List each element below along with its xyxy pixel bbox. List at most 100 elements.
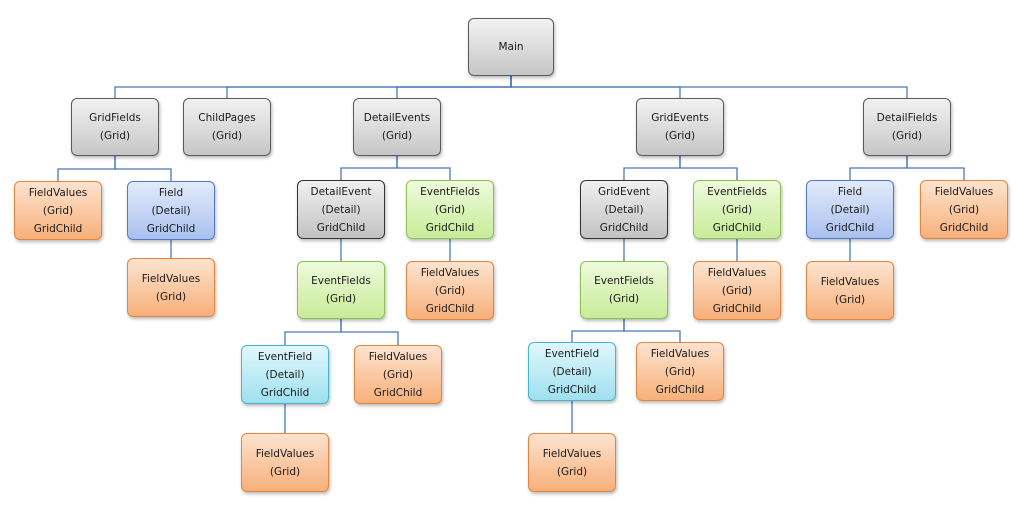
node-label-line: GridChild (599, 221, 649, 234)
node-label-line: (Grid) (556, 465, 588, 478)
node-field: Field (Detail) GridChild (127, 181, 215, 240)
node-label-line: GridChild (712, 302, 762, 315)
node-fieldvalues: FieldValues (Grid) GridChild (636, 342, 724, 401)
node-label-line: Field (837, 185, 863, 198)
connector-de_ev_eventfields-de_efs_fv (340, 319, 399, 345)
node-label-line: Main (498, 41, 524, 53)
node-main: Main (468, 18, 554, 76)
node-eventfields: EventFields (Grid) (580, 261, 668, 319)
node-label-line: ChildPages (198, 112, 256, 124)
node-label-line: (Grid) (325, 293, 357, 305)
node-label-line: GridChild (425, 221, 475, 234)
node-label-line: (Grid) (434, 203, 466, 216)
node-label-line: FieldValues (820, 275, 880, 288)
connector-ge_ev_eventfields-ge_eventfield (571, 319, 625, 342)
node-eventfield: EventField (Detail) GridChild (528, 342, 616, 401)
node-label-line: EventField (544, 347, 600, 360)
node-detailevents: DetailEvents (Grid) (353, 98, 441, 156)
node-label-line: FieldValues (542, 447, 602, 460)
node-label-line: GridEvent (597, 185, 651, 198)
node-label-line: FieldValues (707, 266, 767, 279)
node-label-line: GridChild (655, 383, 705, 396)
node-label-line: EventFields (311, 275, 371, 287)
node-fieldvalues: FieldValues (Grid) (127, 258, 215, 317)
node-label-line: FieldValues (650, 347, 710, 360)
node-eventfields: EventFields (Grid) GridChild (693, 180, 781, 239)
node-detailfields: DetailFields (Grid) (863, 98, 951, 156)
node-fieldvalues: FieldValues (Grid) (806, 261, 894, 320)
node-eventfield: EventField (Detail) GridChild (241, 345, 329, 404)
node-label-line: (Detail) (604, 203, 644, 216)
node-label-line: (Grid) (42, 204, 74, 217)
connector-detailevents-de_eventfields (396, 156, 451, 180)
node-label-line: FieldValues (255, 447, 315, 460)
node-eventfields: EventFields (Grid) GridChild (406, 180, 494, 239)
node-label-line: GridChild (425, 302, 475, 315)
node-label-line: DetailFields (876, 112, 938, 124)
connector-ge_ev_eventfields-ge_efs_fv (623, 319, 681, 342)
node-gridevent: GridEvent (Detail) GridChild (580, 180, 668, 239)
node-label-line: (Grid) (269, 465, 301, 478)
node-label-line: EventFields (707, 185, 767, 198)
node-label-line: (Detail) (830, 203, 870, 216)
node-label-line: FieldValues (368, 350, 428, 363)
node-label-line: GridChild (33, 222, 83, 235)
node-label-line: (Grid) (891, 130, 923, 142)
node-fieldvalues: FieldValues (Grid) GridChild (14, 181, 102, 240)
node-label-line: DetailEvent (310, 185, 372, 198)
node-eventfields: EventFields (Grid) (297, 261, 385, 319)
connector-main-detailfields (510, 76, 908, 98)
node-label-line: EventField (257, 350, 313, 363)
node-label-line: (Grid) (382, 368, 414, 381)
connector-main-detailevents (396, 76, 512, 98)
node-label-line: (Grid) (608, 293, 640, 305)
node-label-line: GridChild (712, 221, 762, 234)
node-label-line: FieldValues (934, 185, 994, 198)
node-label-line: GridChild (939, 221, 989, 234)
node-fieldvalues: FieldValues(Grid)GridChild (406, 261, 494, 320)
connector-detailfields-df_field (849, 156, 908, 180)
node-label-line: GridChild (260, 386, 310, 399)
node-label-line: EventFields (594, 275, 654, 287)
node-childpages: ChildPages (Grid) (183, 98, 271, 156)
node-label-line: (Grid) (721, 203, 753, 216)
node-label-line: (Detail) (151, 204, 191, 217)
node-label-line: GridChild (316, 221, 366, 234)
node-label-line: GridFields (89, 112, 141, 124)
node-fieldvalues: FieldValues(Grid)GridChild (693, 261, 781, 320)
connector-gridfields-gf_field (114, 156, 172, 181)
node-fieldvalues: FieldValues (Grid) GridChild (354, 345, 442, 404)
node-label-line: GridChild (373, 386, 423, 399)
node-label-line: (Grid) (664, 365, 696, 378)
node-label-line: GridEvents (651, 112, 709, 124)
node-label-line: (Grid) (99, 130, 131, 142)
node-label-line: GridChild (146, 222, 196, 235)
node-fieldvalues: FieldValues (Grid) (241, 433, 329, 492)
node-label-line: FieldValues (141, 272, 201, 285)
node-field: Field(Detail)GridChild (806, 180, 894, 239)
node-label-line: (Grid) (948, 203, 980, 216)
connector-gridevents-ge_gridevent (623, 156, 681, 180)
node-label-line: (Grid) (834, 293, 866, 306)
connector-gridevents-ge_eventfields (679, 156, 738, 180)
node-label-line: (Grid) (664, 130, 696, 142)
node-fieldvalues: FieldValues (Grid) GridChild (920, 180, 1008, 239)
node-label-line: FieldValues (28, 186, 88, 199)
node-label-line: (Grid) (155, 290, 187, 303)
node-gridfields: GridFields (Grid) (71, 98, 159, 156)
node-label-line: (Detail) (265, 368, 305, 381)
connector-detailfields-df_fieldvalues (906, 156, 965, 180)
node-label-line: (Grid) (381, 130, 413, 142)
node-fieldvalues: FieldValues (Grid) (528, 433, 616, 492)
node-label-line: GridChild (547, 383, 597, 396)
node-label-line: (Detail) (552, 365, 592, 378)
node-label-line: Field (158, 186, 184, 199)
node-label-line: (Grid) (211, 130, 243, 142)
node-label-line: (Grid) (434, 284, 466, 297)
node-label-line: EventFields (420, 185, 480, 198)
node-label-line: DetailEvents (363, 112, 431, 124)
connector-de_ev_eventfields-de_eventfield (284, 319, 342, 345)
node-label-line: (Detail) (321, 203, 361, 216)
